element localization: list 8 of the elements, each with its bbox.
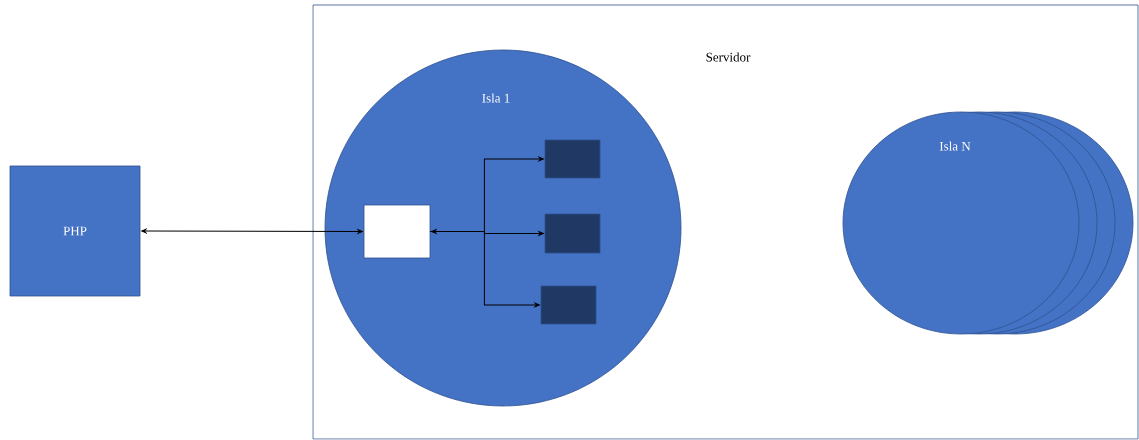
arrow <box>431 229 544 236</box>
box <box>540 285 597 325</box>
box <box>363 204 431 259</box>
island-stack-drawing: Isla N <box>842 111 1134 335</box>
box <box>544 139 601 179</box>
arrow <box>429 231 540 308</box>
box <box>544 213 601 254</box>
process-box: PHP <box>9 165 141 297</box>
